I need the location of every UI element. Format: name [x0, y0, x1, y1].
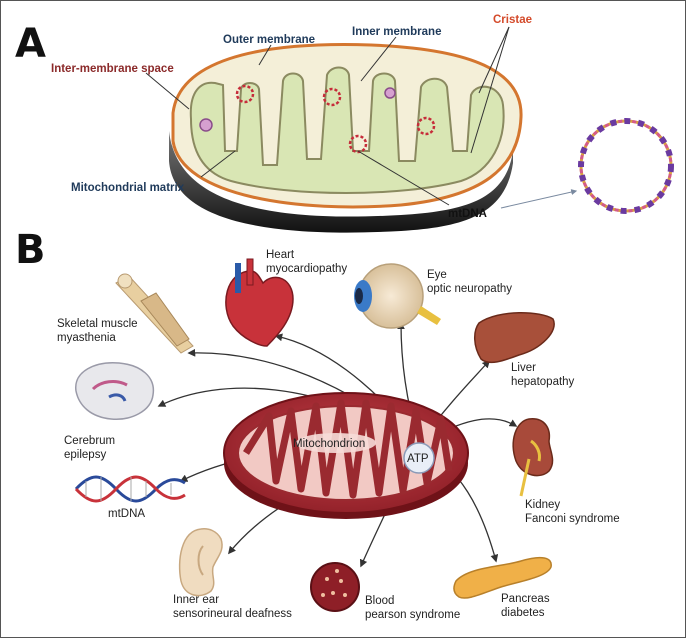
kidney-icon [512, 418, 554, 497]
pancreas-disease: diabetes [501, 607, 545, 619]
label-mtdna-a: mtDNA [448, 208, 487, 220]
mitochondrion-icon [223, 392, 469, 519]
label-cristae: Cristae [493, 14, 532, 26]
brain-icon [75, 362, 155, 420]
dna-label: mtDNA [108, 508, 145, 520]
label-outer-membrane: Outer membrane [223, 34, 315, 46]
heart-icon [225, 258, 294, 347]
ear-name: Inner ear [173, 594, 219, 606]
label-inner-membrane: Inner membrane [352, 26, 441, 38]
label-mitochondrial-matrix: Mitochondrial matrix [71, 182, 185, 194]
blood-disease: pearson syndrome [365, 609, 460, 621]
circular-mtdna-icon [578, 118, 674, 214]
brain-disease: epilepsy [64, 449, 106, 461]
inner-membrane-shape [189, 66, 505, 194]
panel-a-letter: A [15, 21, 46, 67]
kidney-name: Kidney [525, 499, 560, 511]
kidney-disease: Fanconi syndrome [525, 513, 620, 525]
pancreas-name: Pancreas [501, 593, 550, 605]
eye-name: Eye [427, 269, 447, 281]
mtdna-ring [235, 84, 255, 104]
label-intermembrane-space: Inter-membrane space [51, 63, 174, 75]
muscle-icon [115, 273, 194, 354]
ribosome-dot [199, 118, 213, 132]
mtdna-ring [322, 87, 342, 107]
ribosome-dot [384, 87, 396, 99]
dna-helix-icon [74, 475, 186, 503]
ear-disease: sensorineural deafness [173, 608, 292, 620]
heart-name: Heart [266, 249, 295, 261]
blood-icon [310, 562, 360, 612]
mitochondrion-label: Mitochondrion [293, 438, 365, 450]
atp-label: ATP [407, 453, 429, 465]
mitochondrion-cross-section [169, 43, 523, 233]
heart-disease: myocardiopathy [266, 263, 347, 275]
atp-bubble [403, 442, 435, 474]
brain-name: Cerebrum [64, 435, 115, 447]
panel-a-leader-lines [145, 26, 578, 209]
muscle-name: Skeletal muscle [57, 318, 138, 330]
mtdna-ring [416, 116, 436, 136]
blood-name: Blood [365, 595, 394, 607]
liver-icon [474, 312, 555, 364]
ear-icon [178, 528, 223, 597]
liver-name: Liver [511, 362, 536, 374]
eye-disease: optic neuropathy [427, 283, 512, 295]
mtdna-ring [348, 134, 368, 154]
pancreas-icon [453, 556, 552, 599]
panel-b-letter: B [15, 227, 46, 273]
eye-icon [354, 263, 441, 329]
liver-disease: hepatopathy [511, 376, 575, 388]
muscle-disease: myasthenia [57, 332, 116, 344]
